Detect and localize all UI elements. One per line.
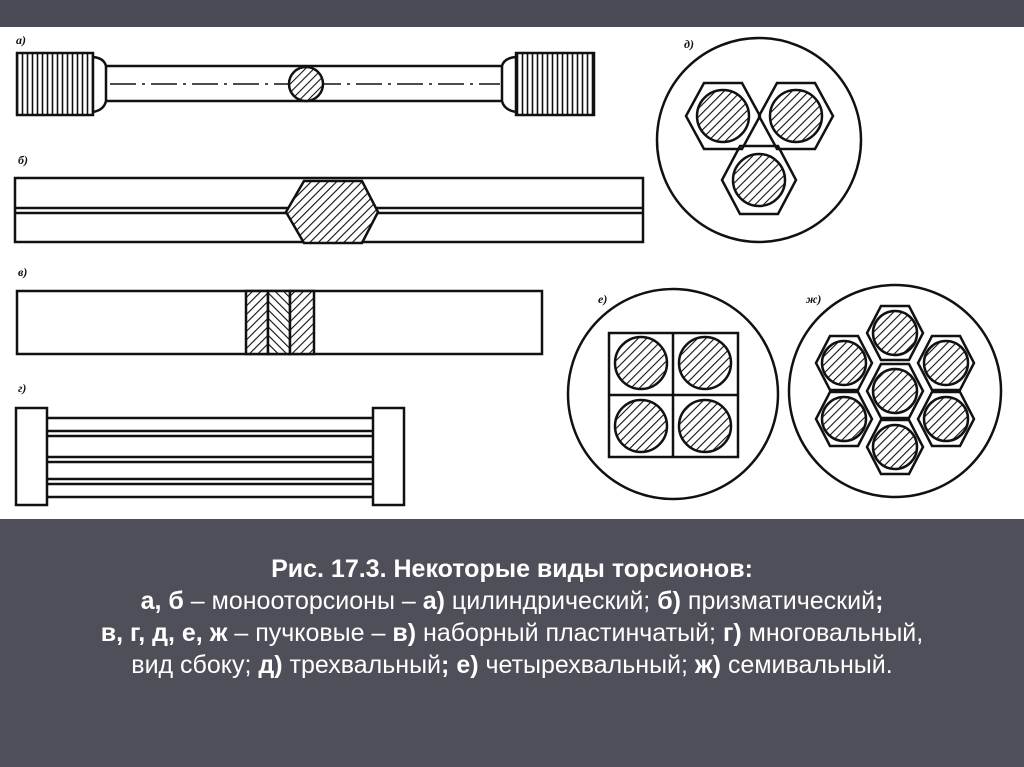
label-d: д) [684, 37, 694, 51]
caption-text: а) [422, 587, 445, 615]
caption-text: – пучковые – [227, 619, 393, 647]
caption-text: семивальный. [720, 651, 893, 679]
caption-text: д) [258, 651, 283, 679]
caption-text: – монооторсионы – [183, 587, 423, 615]
torsion-v-laminated: в) [15, 265, 544, 356]
figure-caption: Рис. 17.3. Некоторые виды торсионов: а, … [0, 553, 1024, 681]
label-zh: ж) [806, 292, 821, 306]
caption-text: вид сбоку; [131, 651, 259, 679]
top-band [0, 0, 1024, 27]
caption-text: ; [875, 587, 884, 615]
caption-text: цилиндрический; [444, 587, 658, 615]
caption-text: трехвальный [282, 651, 442, 679]
torsion-figure: а) б) в) г) д) [0, 27, 1024, 519]
caption-text: многовальный, [741, 619, 924, 647]
caption-text: четырехвальный; [478, 651, 695, 679]
torsion-a-cylindrical: а) [15, 33, 596, 117]
caption-text: б) [657, 587, 681, 615]
caption-title: Рис. 17.3. Некоторые виды торсионов: [271, 555, 753, 583]
caption-line-4: вид сбоку; д) трехвальный; е) четырехвал… [0, 649, 1024, 681]
label-b: б) [18, 153, 28, 167]
torsion-zh-seven-shaft: ж) [787, 283, 1003, 499]
caption-text: г) [722, 619, 742, 647]
torsion-e-four-shaft: е) [566, 287, 780, 501]
label-v: в) [18, 265, 27, 279]
caption-text: ж) [694, 651, 721, 679]
label-a: а) [16, 33, 26, 47]
label-e: е) [598, 292, 607, 306]
caption-text: а, б [140, 587, 184, 615]
caption-text: ; [441, 651, 457, 679]
caption-text: в, г, д, е, ж [100, 619, 228, 647]
torsion-b-prismatic: б) [13, 153, 645, 245]
caption-text: призматический [680, 587, 876, 615]
label-g: г) [18, 381, 26, 395]
torsion-g-multishaft: г) [14, 381, 406, 507]
caption-text: е) [456, 651, 479, 679]
caption-line-3: в, г, д, е, ж – пучковые – в) наборный п… [0, 617, 1024, 649]
caption-text: в) [392, 619, 417, 647]
caption-line-2: а, б – монооторсионы – а) цилиндрический… [0, 585, 1024, 617]
caption-text: наборный пластинчатый; [416, 619, 723, 647]
torsion-d-three-shaft: д) [655, 36, 863, 244]
